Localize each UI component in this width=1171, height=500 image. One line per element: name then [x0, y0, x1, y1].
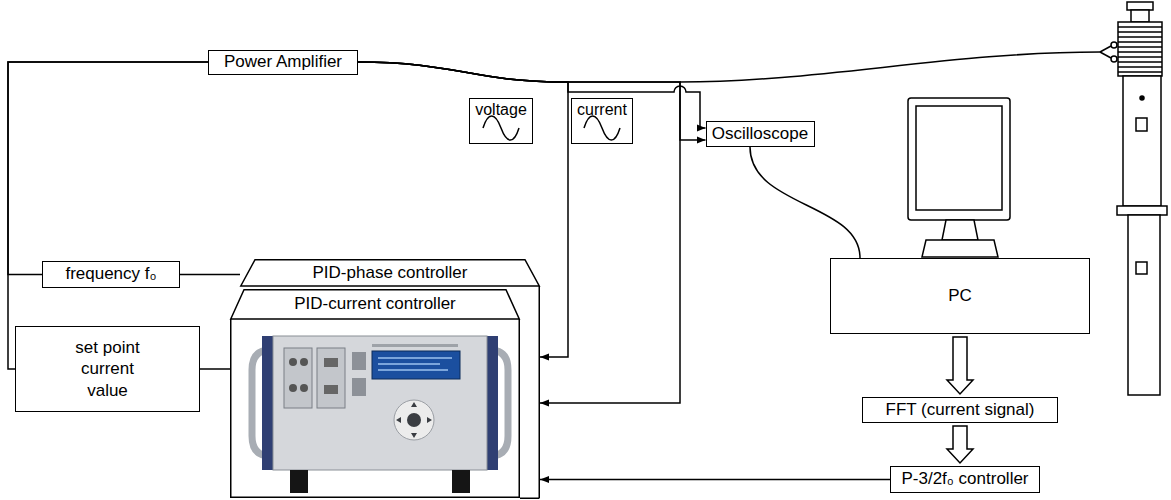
signal-line — [8, 62, 208, 275]
bnc-connector — [289, 358, 297, 366]
power-wire — [680, 42, 1117, 82]
power-wire — [1100, 52, 1111, 58]
node-text: set point current value — [64, 337, 152, 401]
signal-line — [358, 62, 706, 128]
connector-group — [8, 62, 973, 480]
node-text: P-3/2f₀ controller — [901, 469, 1028, 489]
pc-box: PC — [830, 258, 1090, 334]
dsub-connector — [324, 385, 338, 394]
sine-icon — [483, 116, 519, 140]
power-wire — [680, 52, 1100, 82]
transducer-body — [1123, 76, 1161, 206]
signal-line — [200, 368, 230, 370]
device-photo — [243, 322, 517, 496]
oscilloscope-box: Oscilloscope — [706, 121, 815, 147]
terminal-dot — [1111, 56, 1117, 62]
node-text: current — [577, 100, 627, 119]
node-text: PC — [948, 286, 972, 306]
block-arrow — [947, 337, 973, 394]
device-foot — [290, 470, 308, 493]
signal-line — [750, 147, 860, 258]
transducer-cap — [1127, 2, 1153, 10]
dsub-connector — [352, 378, 366, 396]
device-joystick — [407, 413, 421, 427]
transducer-cap — [1131, 10, 1149, 22]
monitor-screen — [916, 106, 1002, 210]
block-arrow — [947, 426, 973, 463]
panel-frame — [520, 286, 539, 498]
monitor-stand — [922, 240, 998, 257]
power-wire — [1100, 46, 1111, 52]
panel-outline — [230, 289, 520, 498]
signal-line — [358, 62, 706, 140]
frequency-box: frequency f₀ — [42, 261, 180, 288]
monitor-stand — [942, 220, 978, 240]
signal-line — [8, 62, 208, 369]
transducer-horn — [1128, 215, 1160, 395]
transducer-drawing — [1117, 2, 1167, 395]
panel-tab — [241, 260, 540, 286]
sine-icon — [483, 116, 620, 140]
photo-ground — [243, 322, 517, 496]
device-module — [317, 348, 345, 408]
fft-box: FFT (current signal) — [862, 397, 1058, 423]
panel-heading: PID-current controller — [230, 289, 520, 319]
signal-line — [180, 274, 240, 276]
panel-frame — [231, 319, 520, 497]
device-rail — [262, 336, 273, 470]
amplifier-box: Power Amplifier — [208, 50, 358, 75]
device-module — [284, 348, 312, 408]
device-label-strip — [372, 344, 458, 347]
node-text: FFT (current signal) — [886, 400, 1035, 420]
dsub-connector — [352, 352, 366, 370]
node-text: Power Amplifier — [224, 52, 342, 72]
monitor-drawing — [908, 98, 1010, 257]
transducer-screw — [1140, 96, 1144, 100]
node-text: Oscilloscope — [712, 124, 808, 144]
bnc-connector — [300, 384, 308, 392]
signal-line — [540, 479, 890, 481]
monitor-frame — [908, 98, 1010, 220]
signal-box: current — [571, 98, 633, 144]
transducer-thread — [1118, 27, 1162, 72]
terminal-dot — [1111, 42, 1117, 48]
device-foot — [452, 470, 470, 493]
controller-panel: PID-current controller — [230, 289, 520, 498]
node-text: frequency f₀ — [65, 264, 156, 284]
node-text: voltage — [475, 100, 527, 119]
panel-heading: PID-phase controller — [240, 259, 540, 286]
device-joystick — [394, 400, 434, 440]
device-rail — [487, 336, 498, 470]
signal-box: voltage — [469, 98, 533, 144]
bnc-connector — [300, 358, 308, 366]
panel-tab — [231, 290, 520, 319]
device-joystick — [396, 402, 432, 438]
device-display — [372, 351, 460, 379]
bnc-connector — [289, 384, 297, 392]
device-panel — [273, 336, 487, 470]
transducer-flange — [1117, 206, 1167, 215]
device-display — [378, 358, 452, 370]
transducer-window — [1136, 118, 1147, 131]
transducer-window — [1136, 262, 1147, 274]
transducer-thread — [1118, 22, 1162, 76]
dsub-connector — [324, 358, 338, 367]
setpoint-box: set point current value — [15, 326, 200, 412]
sine-icon — [584, 116, 620, 140]
controller-box: P-3/2f₀ controller — [890, 466, 1040, 493]
